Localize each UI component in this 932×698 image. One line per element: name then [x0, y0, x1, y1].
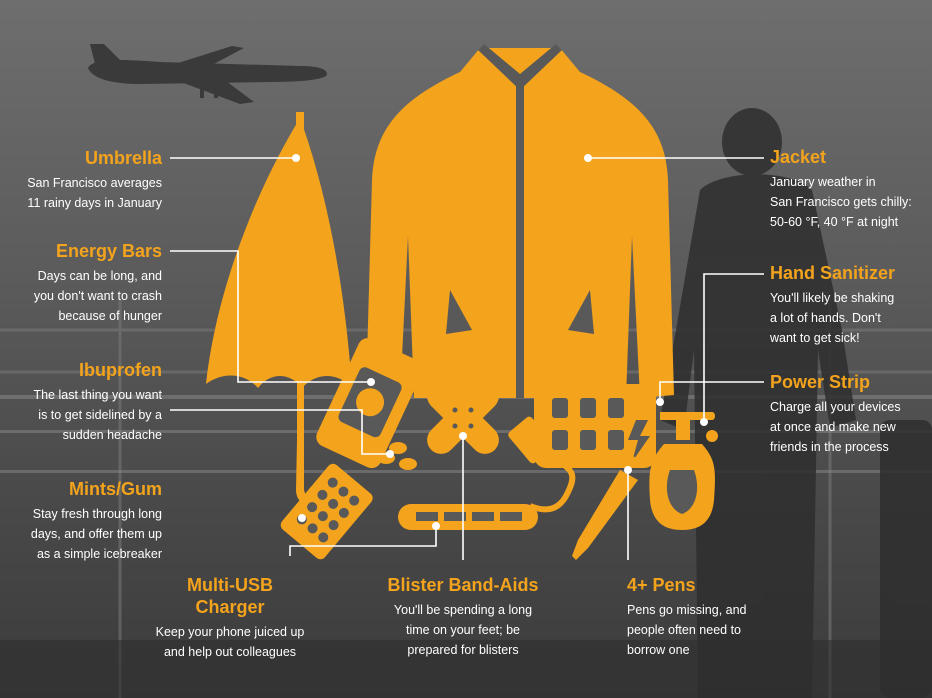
power-strip-icon	[534, 364, 656, 468]
callout-jacket: Jacket January weather in San Francisco …	[770, 146, 930, 232]
callout-title: Multi-USB Charger	[187, 575, 273, 617]
callout-title: Umbrella	[84, 148, 162, 168]
callout-title: Jacket	[770, 147, 827, 167]
energy-bar-icon	[316, 338, 424, 469]
callout-description: San Francisco averages 11 rainy days in …	[27, 176, 162, 210]
callout-title: Hand Sanitizer	[770, 263, 896, 283]
callout-description: Stay fresh through long days, and offer …	[30, 507, 162, 561]
callout-umbrella: Umbrella San Francisco averages 11 rainy…	[0, 147, 162, 213]
callout-power-strip: Power Strip Charge all your devices at o…	[770, 371, 930, 457]
callout-description: Days can be long, and you don't want to …	[33, 269, 162, 323]
callout-mints-gum: Mints/Gum Stay fresh through long days, …	[0, 478, 162, 564]
callout-title: Mints/Gum	[69, 479, 162, 499]
callout-ibuprofen: Ibuprofen The last thing you want is to …	[0, 359, 162, 445]
callout-description: January weather in San Francisco gets ch…	[770, 175, 912, 229]
callout-description: You'll be spending a long time on your f…	[393, 603, 533, 657]
usb-hub-icon	[398, 504, 538, 530]
callout-multi-usb-charger: Multi-USB Charger Keep your phone juiced…	[130, 574, 330, 662]
airplane-silhouette	[88, 44, 327, 104]
callout-description: Keep your phone juiced up and help out c…	[155, 625, 305, 659]
jacket-icon	[366, 44, 674, 398]
callout-title: Ibuprofen	[79, 360, 162, 380]
callout-pens: 4+ Pens Pens go missing, and people ofte…	[627, 574, 777, 660]
callout-blister-band-aids: Blister Band-Aids You'll be spending a l…	[370, 574, 556, 660]
callout-description: You'll likely be shaking a lot of hands.…	[770, 291, 895, 345]
pen-icon	[572, 452, 640, 560]
connector-lines	[170, 154, 764, 560]
callout-description: Pens go missing, and people often need t…	[627, 603, 747, 657]
band-aid-icon	[427, 382, 499, 454]
callout-title: 4+ Pens	[627, 575, 696, 595]
callout-title: Blister Band-Aids	[387, 575, 539, 595]
sanitizer-bottle-icon	[649, 412, 718, 530]
traveler-silhouette	[660, 108, 932, 698]
callout-title: Power Strip	[770, 372, 871, 392]
callout-description: Charge all your devices at once and make…	[770, 400, 901, 454]
callout-hand-sanitizer: Hand Sanitizer You'll likely be shaking …	[770, 262, 930, 348]
callout-description: The last thing you want is to get sideli…	[33, 388, 162, 442]
mints-icon	[280, 463, 373, 560]
callout-title: Energy Bars	[55, 241, 162, 261]
callout-energy-bars: Energy Bars Days can be long, and you do…	[0, 240, 162, 326]
